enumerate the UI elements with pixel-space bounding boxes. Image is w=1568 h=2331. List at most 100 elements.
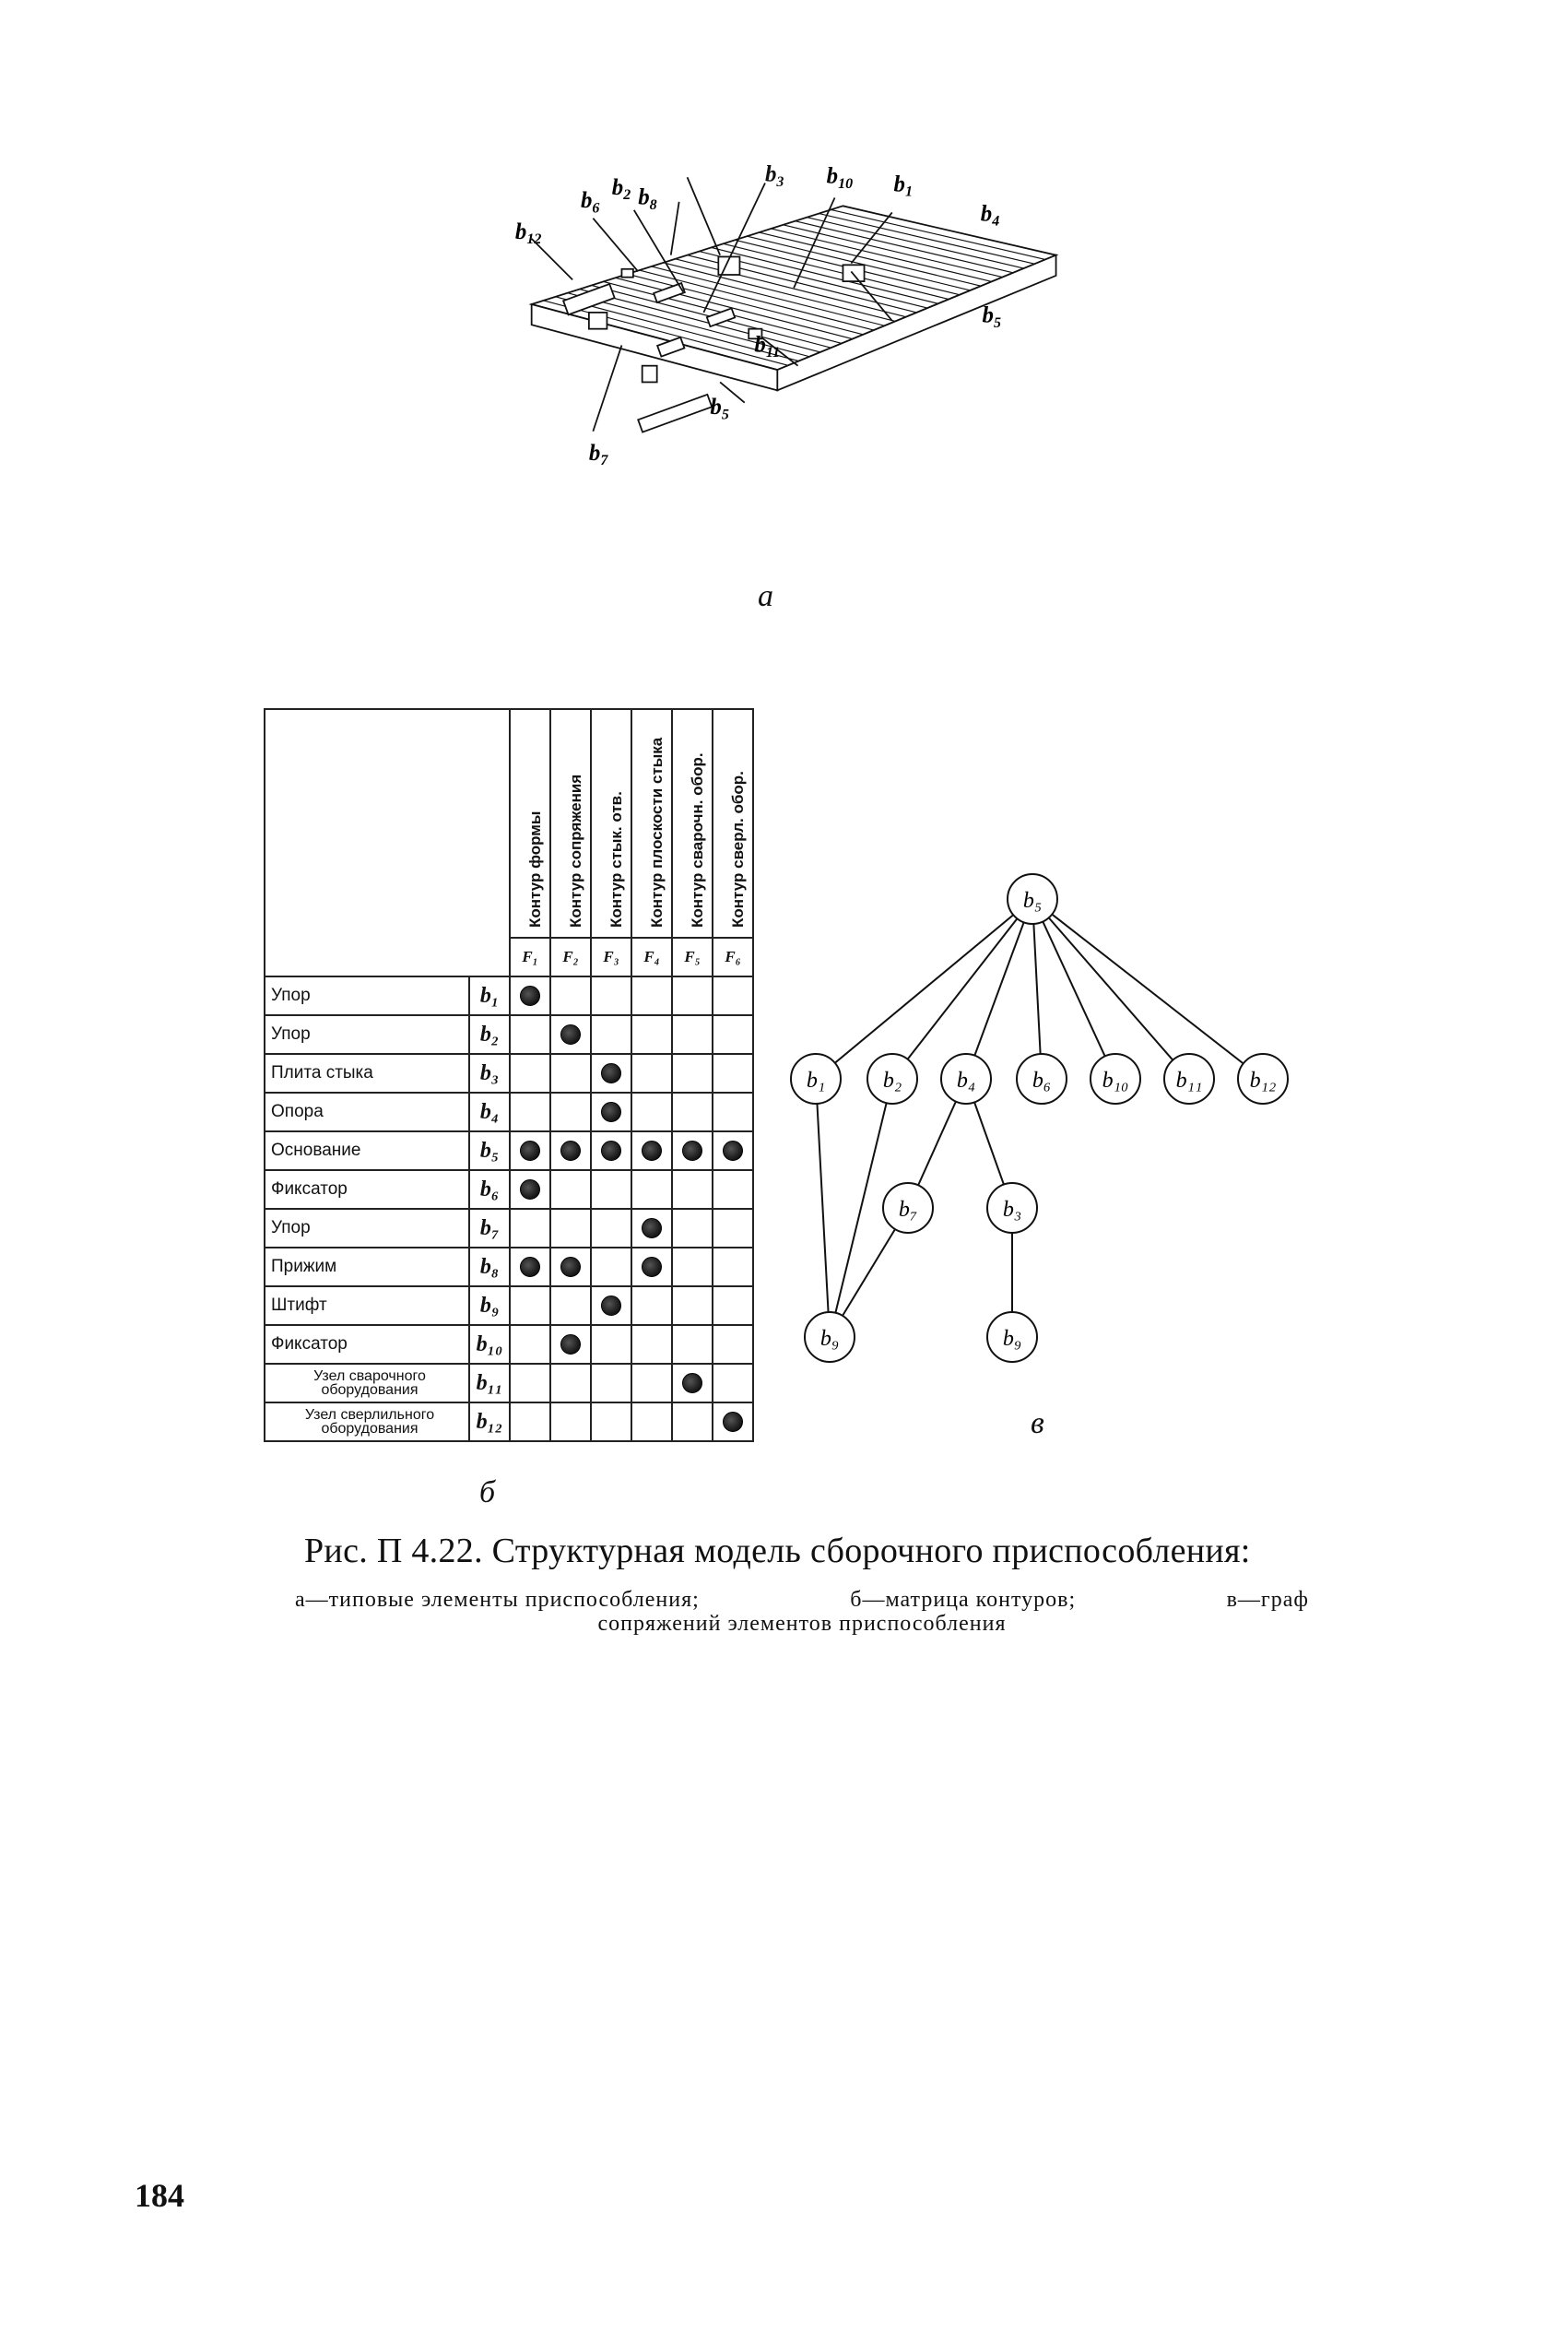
column-header: Контур стык. отв. [590, 708, 632, 939]
plate-slot [795, 220, 1014, 274]
row-element-code: b₃ [468, 1053, 511, 1094]
contour-matrix-table: Контур формы Контур сопряжения Контур ст… [264, 708, 754, 1442]
matrix-cell [590, 1130, 632, 1171]
label-b12: b12 [515, 219, 541, 247]
matrix-cell [712, 1092, 754, 1132]
graph-node-label: b₅ [1023, 889, 1042, 913]
matrix-cell [631, 1053, 673, 1094]
matrix-cell [712, 1247, 754, 1287]
plate-slot [675, 258, 906, 318]
label-b5: b5 [983, 303, 1001, 331]
column-code: F₃ [590, 937, 632, 977]
matrix-cell [712, 1169, 754, 1210]
figure-caption-title: Рис. П 4.22. Структурная модель сборочно… [304, 1532, 1251, 1570]
graph-node: b₇ [882, 1182, 934, 1234]
plate-slot [543, 300, 789, 366]
column-code: F₄ [631, 937, 673, 977]
plate-slot [651, 266, 885, 326]
row-element-code: b₈ [468, 1247, 511, 1287]
matrix-cell [631, 976, 673, 1016]
graph-node-label: b₉ [1003, 1327, 1021, 1351]
row-element-name: Фиксатор [264, 1169, 470, 1210]
matrix-cell [590, 1014, 632, 1055]
matrix-cell [712, 976, 754, 1016]
graph-node-label: b₁₂ [1250, 1069, 1277, 1093]
graph-node-label: b₁₁ [1176, 1069, 1203, 1093]
column-header: Контур формы [509, 708, 551, 939]
matrix-cell [671, 1053, 713, 1094]
graph-node: b₁₁ [1163, 1053, 1215, 1105]
contour-mark [642, 1218, 662, 1238]
plate-slot [771, 228, 992, 282]
matrix-cell [590, 1053, 632, 1094]
graph-edge [965, 898, 1033, 1080]
matrix-cell [631, 1208, 673, 1248]
row-element-name: Штифт [264, 1285, 470, 1326]
matrix-cell [631, 1092, 673, 1132]
matrix-cell [671, 1092, 713, 1132]
row-element-name: Основание [264, 1130, 470, 1171]
label-b7: b7 [589, 441, 608, 468]
plate-slot [627, 273, 864, 336]
row-element-name: Фиксатор [264, 1324, 470, 1365]
matrix-cell [631, 1285, 673, 1326]
contour-mark [601, 1296, 621, 1316]
matrix-cell [671, 1285, 713, 1326]
contour-mark [682, 1373, 702, 1393]
contour-mark [642, 1257, 662, 1277]
label-b8: b8 [638, 185, 656, 213]
plate-slot [819, 212, 1035, 265]
plate-slot [711, 246, 938, 304]
matrix-header-row: Контур формы Контур сопряжения Контур ст… [264, 708, 754, 977]
matrix-cell [549, 1130, 592, 1171]
figure-a-letter: а [758, 579, 773, 613]
matrix-cell [590, 1247, 632, 1287]
matrix-cell [671, 1247, 713, 1287]
graph-edge [815, 1078, 831, 1338]
matrix-cell [631, 1247, 673, 1287]
graph-node: b₁ [790, 1053, 842, 1105]
graph-node: b₆ [1016, 1053, 1067, 1105]
graph-node-label: b₁₀ [1102, 1069, 1129, 1093]
matrix-code-row: F₁ F₂ F₃ F₄ F₅ F₆ [265, 937, 754, 977]
graph-edge [1032, 898, 1190, 1080]
matrix-cell [509, 1092, 551, 1132]
caption-part-b: б—матрица контуров; [850, 1588, 1077, 1612]
matrix-cell [509, 1014, 551, 1055]
column-header: Контур сварочн. обор. [671, 708, 713, 939]
matrix-cell [671, 1324, 713, 1365]
column-code: F₅ [671, 937, 713, 977]
matrix-cell [590, 1324, 632, 1365]
contour-mark [560, 1334, 581, 1355]
matrix-cell [549, 1014, 592, 1055]
matrix-cell [590, 1363, 632, 1403]
row-element-name: Плита стыка [264, 1053, 470, 1094]
matrix-cell [671, 1014, 713, 1055]
column-header: Контур сопряжения [549, 708, 592, 939]
matrix-cell [549, 1169, 592, 1210]
contour-mark [520, 1179, 540, 1200]
contour-mark [601, 1141, 621, 1161]
label-b6: b6 [581, 188, 599, 216]
column-code: F₆ [712, 937, 754, 977]
matrix-cell [712, 1285, 754, 1326]
row-element-name: Упор [264, 1208, 470, 1248]
matrix-cell [712, 1363, 754, 1403]
matrix-cell [590, 1169, 632, 1210]
contour-mark [642, 1141, 662, 1161]
matrix-cell [712, 1053, 754, 1094]
matrix-cell [590, 1402, 632, 1442]
matrix-cell [509, 976, 551, 1016]
graph-node: b₉ [986, 1311, 1038, 1363]
graph-node-label: b₇ [899, 1198, 917, 1222]
graph-node-label: b₁ [807, 1069, 825, 1093]
plate-slot [831, 208, 1046, 261]
caption-part-c: в—граф [1226, 1588, 1309, 1612]
row-element-code: b₂ [468, 1014, 511, 1055]
graph-node: b₉ [804, 1311, 855, 1363]
